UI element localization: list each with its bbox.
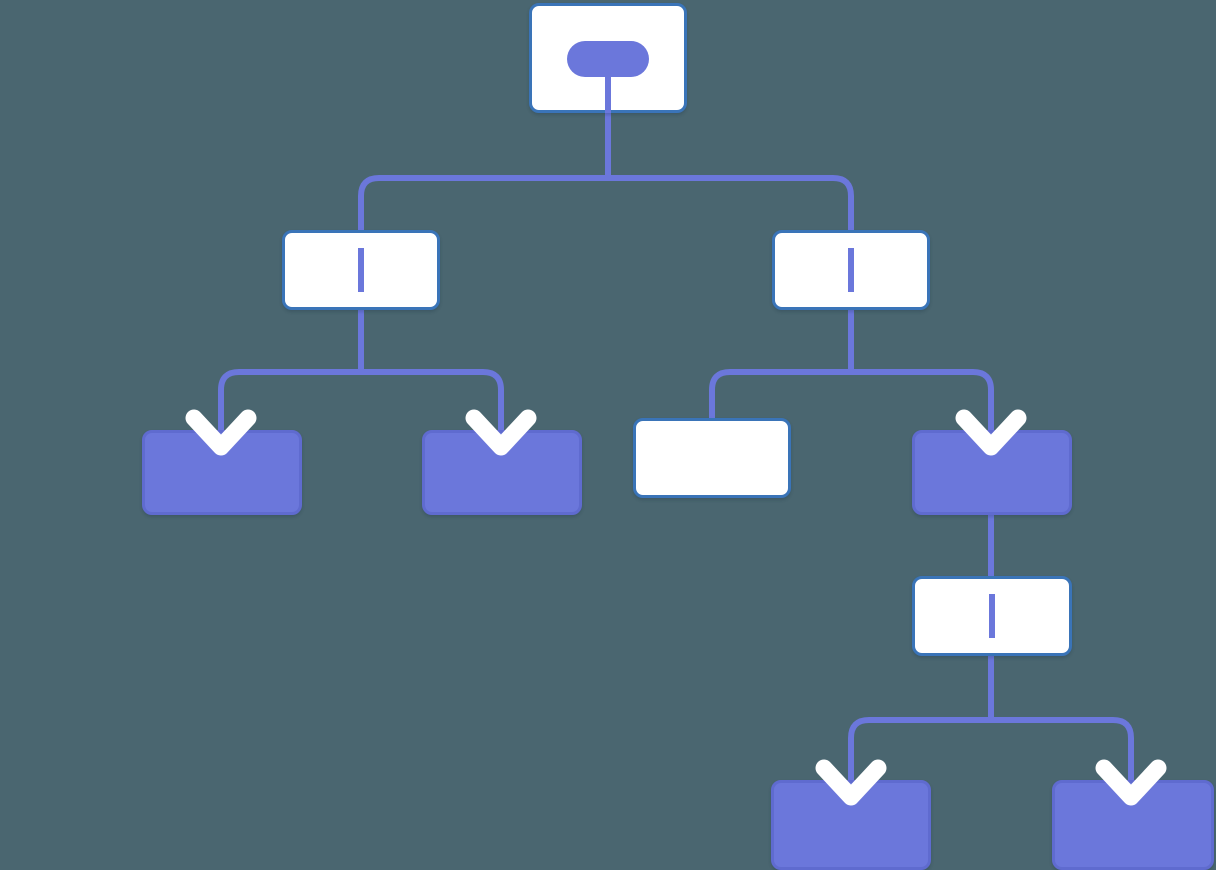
node-leaf-4[interactable] <box>771 780 931 870</box>
node-level1-left-inner-line <box>358 248 364 292</box>
node-leaf-3-plain[interactable] <box>633 418 791 498</box>
edge-n2-to-n5 <box>709 369 851 418</box>
edge-root-to-n2 <box>608 175 854 230</box>
edge-root-to-n1 <box>358 175 608 230</box>
root-pill-stem <box>605 77 611 113</box>
node-level1-right-inner-line <box>848 248 854 292</box>
node-leaf-5[interactable] <box>1052 780 1214 870</box>
root-pill-icon <box>567 41 649 77</box>
node-branch-right[interactable] <box>912 430 1072 515</box>
node-leaf-2[interactable] <box>422 430 582 515</box>
node-level3-white-inner-line <box>989 594 995 638</box>
node-leaf-1[interactable] <box>142 430 302 515</box>
